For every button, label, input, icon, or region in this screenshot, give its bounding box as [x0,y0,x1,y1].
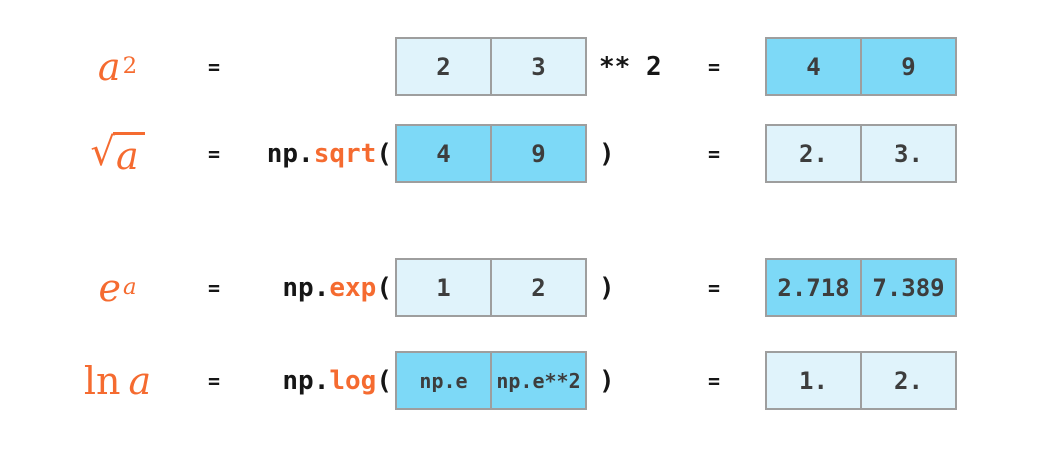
array-cell: 2. [860,353,955,408]
math-superscript: a [122,274,137,301]
equals-sign: = [708,54,721,79]
equals-sign: = [208,368,221,393]
radical-sign: √ [90,130,116,176]
array-cell: 3. [860,126,955,181]
result-array: 2. 3. [765,124,957,183]
ln-operator: ln [83,358,121,403]
function-name: sqrt [313,138,377,169]
function-name: exp [329,272,377,303]
math-base: a [128,358,152,403]
open-paren: ( [376,272,392,303]
math-base: a [97,44,121,89]
input-array: 2 3 [395,37,587,96]
array-cell: 9 [490,126,585,181]
row-sqrt: √a = np.sqrt( 4 9 ) = 2. 3. [0,124,1050,183]
input-array: 1 2 [395,258,587,317]
function-call-sqrt: np.sqrt( [267,124,392,183]
math-superscript: 2 [122,53,138,80]
array-cell: 2 [397,39,490,94]
array-cell: np.e [397,353,490,408]
equals-sign: = [708,275,721,300]
power-operator: ** 2 [599,51,662,82]
array-cell: 1. [767,353,860,408]
array-cell: 2. [767,126,860,181]
open-paren: ( [376,365,392,396]
open-paren: ( [376,138,392,169]
array-cell: 9 [860,39,955,94]
array-cell: 7.389 [860,260,955,315]
radicand: a [113,132,145,175]
array-cell: 4 [767,39,860,94]
module-prefix: np. [282,365,330,396]
close-paren: ) [599,272,615,303]
result-array: 2.718 7.389 [765,258,957,317]
array-cell: 2.718 [767,260,860,315]
close-paren: ) [599,365,615,396]
array-cell: 3 [490,39,585,94]
equals-sign: = [208,54,221,79]
math-base: e [98,265,121,310]
array-cell: 4 [397,126,490,181]
function-call-exp: np.exp( [282,258,392,317]
function-name: log [329,365,377,396]
equals-sign: = [208,275,221,300]
result-array: 1. 2. [765,351,957,410]
equals-sign: = [708,368,721,393]
equals-sign: = [208,141,221,166]
function-call-log: np.log( [282,351,392,410]
equals-sign: = [708,141,721,166]
array-cell: 2 [490,260,585,315]
result-array: 4 9 [765,37,957,96]
input-array: 4 9 [395,124,587,183]
input-array: np.e np.e**2 [395,351,587,410]
module-prefix: np. [266,138,314,169]
close-paren: ) [599,138,615,169]
module-prefix: np. [282,272,330,303]
array-cell: 1 [397,260,490,315]
array-cell: np.e**2 [490,353,585,408]
label-sqrt-a: √a [40,124,195,183]
